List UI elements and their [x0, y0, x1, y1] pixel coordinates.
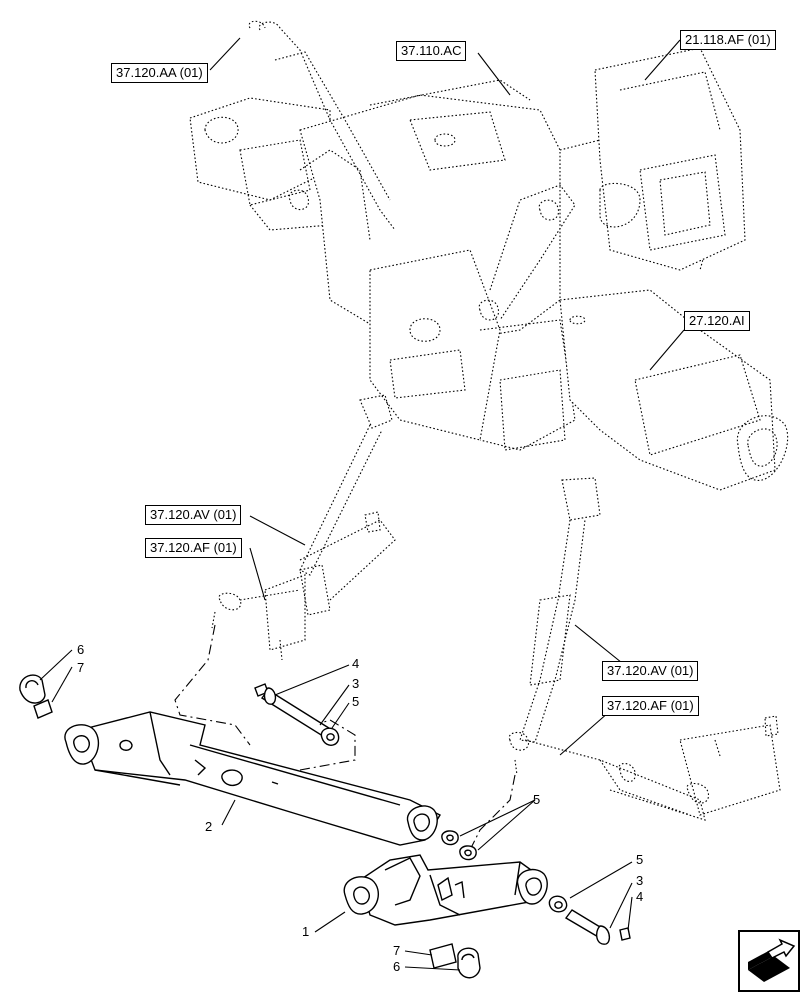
- lynch-pin-part-6-bottom: [457, 947, 481, 979]
- callout-6-bottom: 6: [393, 959, 401, 974]
- callout-5-middle: 5: [533, 792, 541, 807]
- right-lift-rod: [508, 477, 781, 821]
- ref-box-37-120-av-left[interactable]: 37.120.AV (01): [145, 505, 242, 525]
- callout-6-top: 6: [77, 642, 85, 657]
- leader-lines: [39, 37, 685, 971]
- callout-1: 1: [302, 924, 310, 939]
- assembly-lines: [174, 624, 516, 851]
- tractor-rear-axle-housing: [189, 47, 789, 491]
- pin-assembly-right: [548, 895, 631, 945]
- callout-7-top: 7: [77, 660, 85, 675]
- callout-4-right: 4: [636, 889, 644, 904]
- ref-box-27-120-ai[interactable]: 27.120.AI: [684, 311, 750, 331]
- ref-box-37-120-av-right[interactable]: 37.120.AV (01): [602, 661, 699, 681]
- left-lift-rod: [211, 394, 396, 661]
- callout-5-top: 5: [352, 694, 360, 709]
- bushing-part-7-top: [33, 699, 53, 719]
- ref-box-37-120-af-right[interactable]: 37.120.AF (01): [602, 696, 699, 716]
- ref-box-21-118-af[interactable]: 21.118.AF (01): [680, 30, 776, 50]
- callout-3-right: 3: [636, 873, 644, 888]
- callout-4-top: 4: [352, 656, 360, 671]
- ref-box-37-120-aa[interactable]: 37.120.AA (01): [111, 63, 208, 83]
- callout-3-top: 3: [352, 676, 360, 691]
- ref-box-37-120-af-left[interactable]: 37.120.AF (01): [145, 538, 242, 558]
- callout-5-right: 5: [636, 852, 644, 867]
- lynch-pin-part-6-top: [19, 674, 46, 704]
- lower-link-part-2: [64, 711, 441, 846]
- bushing-part-7-bottom: [429, 943, 457, 969]
- next-page-arrow-icon[interactable]: [738, 930, 800, 992]
- ref-box-37-110-ac[interactable]: 37.110.AC: [396, 41, 467, 61]
- washers-part-5-middle: [441, 830, 477, 861]
- callout-2: 2: [205, 819, 213, 834]
- lower-link-part-1: [343, 854, 548, 926]
- callout-7-bottom: 7: [393, 943, 401, 958]
- top-link-rocker: [248, 20, 576, 321]
- pin-assembly-top: [254, 683, 340, 746]
